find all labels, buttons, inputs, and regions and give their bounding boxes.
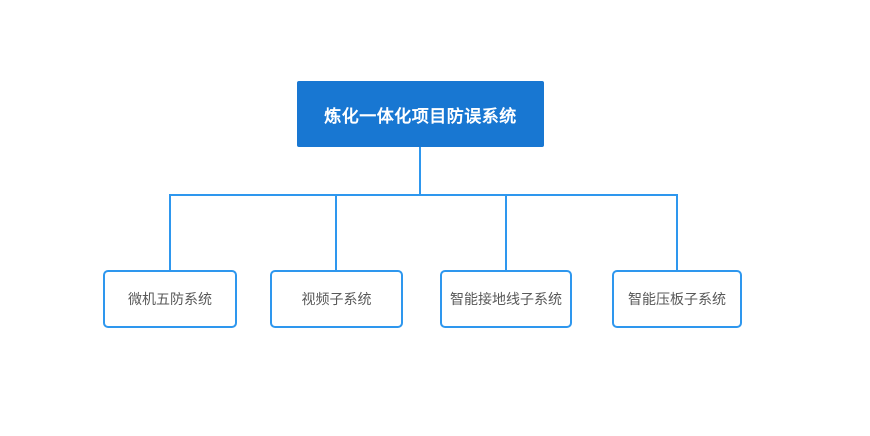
connector-drop-3 [505,195,507,271]
child-node-wujifang[interactable]: 微机五防系统 [103,270,237,328]
child-node-label: 视频子系统 [301,291,372,307]
root-node[interactable]: 炼化一体化项目防误系统 [297,81,544,147]
child-node-label: 智能接地线子系统 [450,291,562,307]
connector-drop-1 [169,195,171,271]
child-node-label: 智能压板子系统 [628,291,726,307]
connector-drop-4 [676,195,678,271]
child-node-video[interactable]: 视频子系统 [270,270,403,328]
child-node-label: 微机五防系统 [128,291,212,307]
connector-root-stem [419,146,421,195]
connector-horizontal-bus [169,194,678,196]
child-node-pressure-plate[interactable]: 智能压板子系统 [612,270,742,328]
root-node-label: 炼化一体化项目防误系统 [324,106,517,126]
child-node-grounding-wire[interactable]: 智能接地线子系统 [440,270,572,328]
connector-drop-2 [335,195,337,271]
